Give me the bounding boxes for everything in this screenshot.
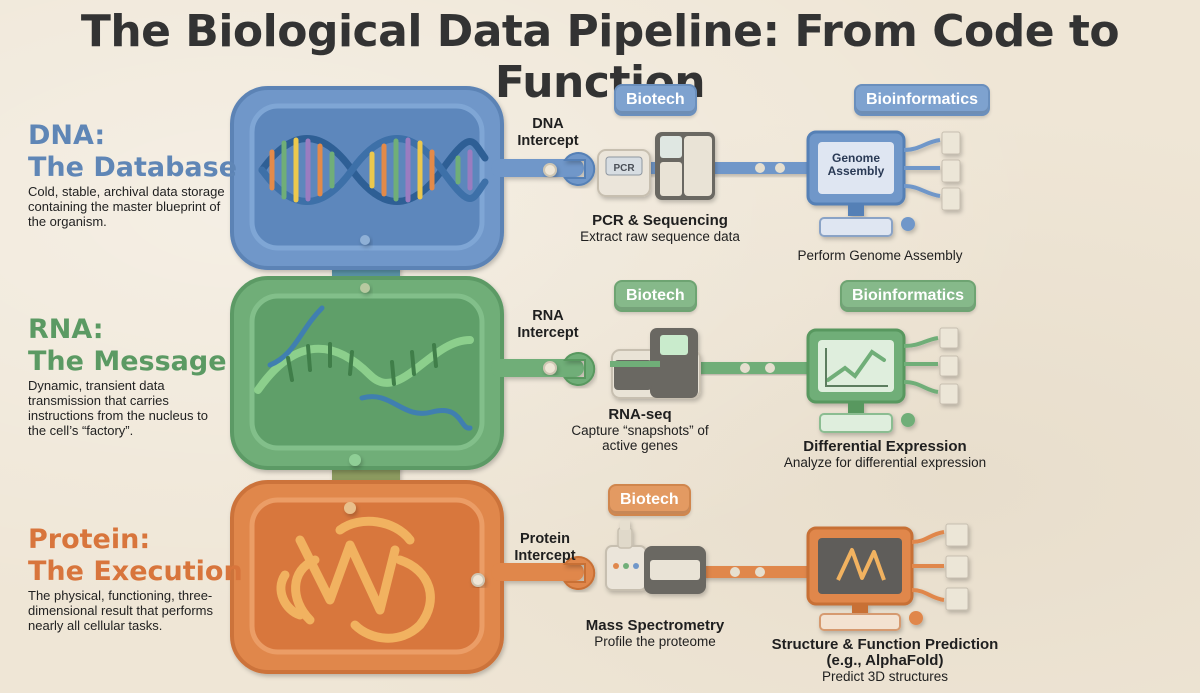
dna-title-line1: DNA: (28, 120, 106, 151)
dna-title-line2: The Database (28, 152, 238, 183)
differential-expression-title: Differential Expression (803, 438, 967, 455)
rna-title-line2: The Message (28, 346, 227, 377)
protein-section-title: Protein: The Execution (28, 524, 243, 588)
dna-helix-icon (258, 135, 489, 205)
protein-biotech-tag: Biotech (608, 484, 691, 516)
expression-computer-icon (806, 327, 959, 433)
protein-intercept-label: Protein Intercept (514, 531, 576, 564)
page-title: The Biological Data Pipeline: From Code … (80, 6, 1120, 108)
genome-assembly-screen-text: Genome Assembly (827, 151, 885, 178)
rnaseq-machine-icon (610, 328, 701, 399)
pcr-machine-icon (597, 132, 715, 200)
pcr-device-label: PCR (613, 163, 635, 174)
pcr-sequencing-title: PCR & Sequencing (592, 212, 728, 229)
rna-seq-title: RNA-seq (608, 406, 672, 423)
dna-biotech-tag: Biotech (614, 84, 697, 116)
differential-expression-desc: Analyze for differential expression (783, 455, 987, 470)
mass-spectrometry-title: Mass Spectrometry (585, 617, 725, 634)
dna-intercept-label: DNA Intercept (517, 116, 579, 149)
rna-tank (230, 276, 584, 470)
structure-prediction-label: Structure & Function Prediction (e.g., A… (760, 636, 1010, 685)
structure-computer-icon (806, 523, 969, 631)
mass-spectrometry-label: Mass Spectrometry Profile the proteome (560, 617, 750, 649)
rna-bioinformatics-tag: Bioinformatics (840, 280, 977, 312)
genome-computer-icon (806, 130, 961, 237)
wrench-icon (563, 556, 596, 590)
rna-intercept-label: RNA Intercept (517, 308, 579, 341)
protein-tank (230, 480, 584, 674)
dna-section-title: DNA: The Database (28, 120, 237, 184)
genome-assembly-desc: Perform Genome Assembly (797, 248, 963, 263)
rna-biotech-tag: Biotech (614, 280, 697, 312)
protein-title-line1: Protein: (28, 524, 151, 555)
rna-seq-label: RNA-seq Capture “snapshots” of active ge… (560, 406, 720, 453)
differential-expression-label: Differential Expression Analyze for diff… (760, 438, 1010, 470)
rna-title-line1: RNA: (28, 314, 104, 345)
wrench-icon (563, 352, 596, 386)
pcr-sequencing-label: PCR & Sequencing Extract raw sequence da… (560, 212, 760, 244)
rna-seq-desc: Capture “snapshots” of active genes (571, 423, 709, 453)
protein-title-line2: The Execution (28, 556, 243, 587)
mass-spectrometer-icon (605, 520, 706, 594)
flow-dots (344, 235, 370, 514)
dna-bioinformatics-tag: Bioinformatics (854, 84, 991, 116)
dna-section-description: Cold, stable, archival data storage cont… (28, 184, 225, 229)
genome-assembly-label: Perform Genome Assembly (760, 248, 1000, 263)
rna-strand-icon (254, 305, 474, 431)
mass-spectrometry-desc: Profile the proteome (594, 634, 716, 649)
rna-section-description: Dynamic, transient data transmission tha… (28, 378, 208, 438)
structure-prediction-title: Structure & Function Prediction (e.g., A… (771, 636, 999, 669)
protein-section-description: The physical, functioning, three-dimensi… (28, 588, 213, 633)
structure-prediction-desc: Predict 3D structures (821, 669, 949, 684)
rna-section-title: RNA: The Message (28, 314, 227, 378)
dna-tank (230, 86, 584, 270)
protein-structure-icon (276, 516, 435, 643)
pcr-sequencing-desc: Extract raw sequence data (580, 229, 740, 244)
wrench-icon (563, 152, 596, 186)
